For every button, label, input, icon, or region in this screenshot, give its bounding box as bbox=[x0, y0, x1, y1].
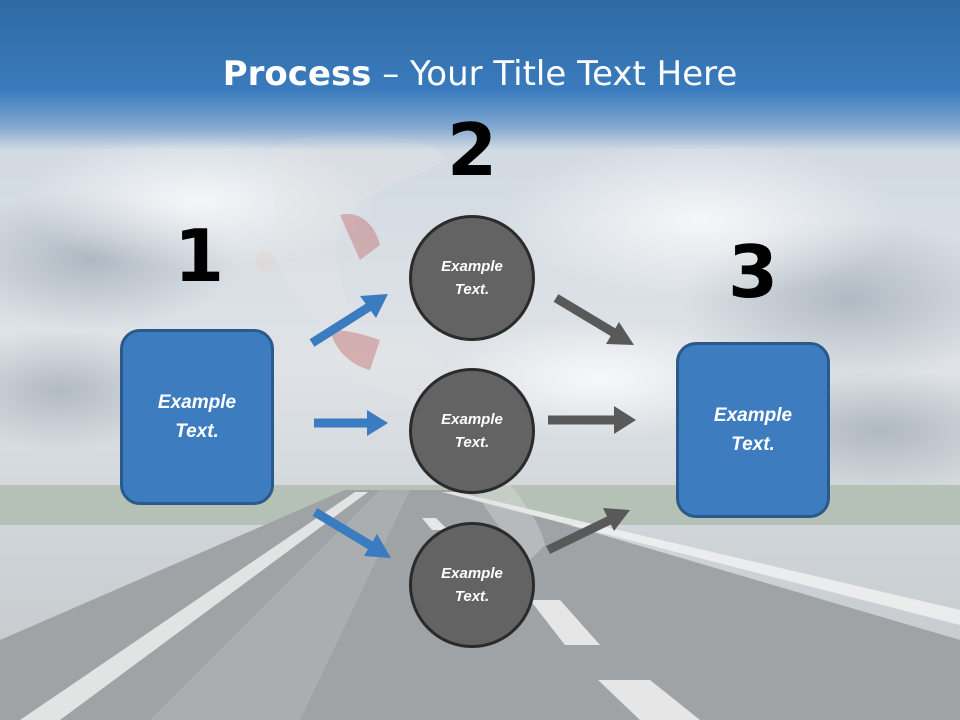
title-rest: – Your Title Text Here bbox=[371, 54, 738, 94]
left-process-box[interactable]: Example Text. bbox=[120, 329, 274, 505]
step-number-3: 3 bbox=[727, 230, 779, 314]
process-circle-bottom[interactable]: Example Text. bbox=[409, 522, 535, 648]
process-circle-top[interactable]: Example Text. bbox=[409, 215, 535, 341]
left-box-text: Example Text. bbox=[157, 392, 237, 442]
circle-text-top: Example Text. bbox=[441, 258, 503, 298]
right-process-box[interactable]: Example Text. bbox=[676, 342, 830, 518]
circle-text-bottom: Example Text. bbox=[441, 565, 503, 605]
step-number-1: 1 bbox=[173, 214, 225, 298]
circle-text-middle: Example Text. bbox=[441, 411, 503, 451]
step-number-2: 2 bbox=[446, 108, 498, 192]
slide-title: Process – Your Title Text Here bbox=[0, 52, 960, 96]
title-band bbox=[0, 0, 960, 150]
title-bold: Process bbox=[222, 54, 372, 94]
right-box-text: Example Text. bbox=[713, 405, 793, 455]
process-circle-middle[interactable]: Example Text. bbox=[409, 368, 535, 494]
